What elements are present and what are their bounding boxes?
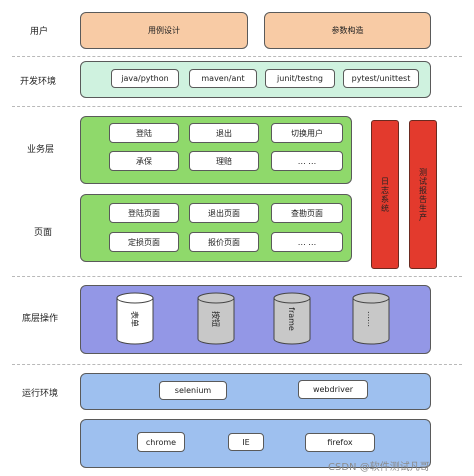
divider (12, 276, 462, 277)
browsers-band: chrome IE firefox (80, 419, 431, 468)
box-ie: IE (228, 433, 264, 451)
page-band: 登陆页面 退出页面 查勘页面 定损页面 报价页面 … … (80, 194, 352, 262)
box-maven-ant: maven/ant (189, 69, 257, 88)
box-underwriting: 承保 (109, 151, 179, 171)
box-logout: 退出 (189, 123, 259, 143)
cylinder-button: 按钮 (197, 292, 235, 345)
cylinder-label: 按钮 (211, 311, 221, 327)
log-system-label: 日志系统 (380, 176, 390, 213)
box-selenium: selenium (159, 381, 227, 400)
cylinder-more: …… (352, 292, 390, 345)
box-switch-user: 切换用户 (271, 123, 343, 143)
layer-label-business: 业务层 (27, 145, 55, 155)
box-more-business: … … (271, 151, 343, 171)
report-label: 测试报告生产 (418, 167, 428, 222)
box-assessment-page: 定损页面 (109, 232, 179, 252)
divider (12, 364, 462, 365)
cylinder-frame: frame (273, 292, 311, 345)
cylinder-label: frame (287, 307, 296, 331)
layer-label-low-level: 底层操作 (22, 314, 59, 324)
business-band: 登陆 退出 切换用户 承保 理赔 … … (80, 116, 352, 184)
box-logout-page: 退出页面 (189, 203, 259, 223)
box-java-python: java/python (111, 69, 179, 88)
box-login-page: 登陆页面 (109, 203, 179, 223)
layer-label-user: 用户 (30, 27, 49, 37)
layer-label-runtime: 运行环境 (22, 389, 59, 399)
layer-label-page: 页面 (34, 228, 53, 238)
box-use-case-design: 用例设计 (80, 12, 248, 49)
box-firefox: firefox (305, 433, 375, 452)
report-box: 测试报告生产 (409, 120, 437, 269)
box-param-construct: 参数构造 (264, 12, 431, 49)
cylinder-group: 表单 按钮 frame …… (116, 292, 390, 345)
box-pytest-unittest: pytest/unittest (343, 69, 419, 88)
cylinder-label: 表单 (130, 311, 140, 327)
box-webdriver: webdriver (298, 380, 368, 399)
cylinder-form: 表单 (116, 292, 154, 345)
watermark: CSDN @软件测试凡哥 (328, 462, 430, 473)
box-label: 用例设计 (148, 26, 180, 35)
box-chrome: chrome (137, 432, 185, 452)
divider (12, 56, 462, 57)
dev-env-band: java/python maven/ant junit/testng pytes… (80, 61, 431, 98)
box-survey-page: 查勘页面 (271, 203, 343, 223)
low-level-band: 表单 按钮 frame …… (80, 285, 431, 354)
divider (12, 106, 462, 107)
box-quote-page: 报价页面 (189, 232, 259, 252)
box-more-pages: … … (271, 232, 343, 252)
box-junit-testng: junit/testng (265, 69, 335, 88)
runtime-band: selenium webdriver (80, 373, 431, 410)
cylinder-label: …… (366, 311, 375, 327)
layer-label-dev-env: 开发环境 (20, 77, 57, 87)
box-label: 参数构造 (331, 26, 364, 35)
box-login: 登陆 (109, 123, 179, 143)
box-claims: 理赔 (189, 151, 259, 171)
log-system-box: 日志系统 (371, 120, 399, 269)
